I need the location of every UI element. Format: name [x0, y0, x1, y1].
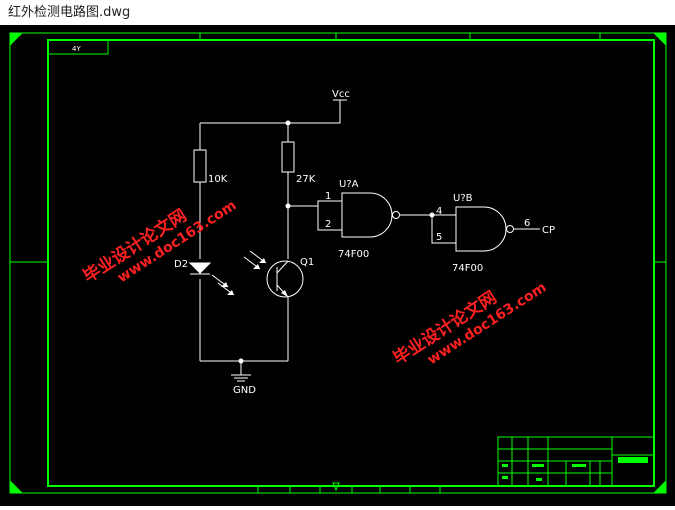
- label-r1: 10K: [208, 174, 228, 185]
- sheet-tag: 4Y: [72, 45, 81, 53]
- circuit-drawing: 4Y: [9, 32, 667, 494]
- label-gate-a: U?A: [339, 179, 359, 190]
- label-gnd: GND: [233, 385, 256, 396]
- label-part-a: 74F00: [338, 249, 369, 260]
- label-pin5: 5: [436, 232, 442, 243]
- label-pin2: 2: [325, 219, 331, 230]
- label-part-b: 74F00: [452, 263, 483, 274]
- label-r2: 27K: [296, 174, 316, 185]
- label-d2: D2: [174, 259, 188, 270]
- label-q1: Q1: [300, 257, 314, 268]
- watermark-1: 毕业设计论文网 www.doc163.com: [79, 198, 239, 288]
- label-gate-b: U?B: [453, 193, 473, 204]
- label-cp: CP: [542, 225, 555, 236]
- title-block-marks: [502, 457, 648, 481]
- window-title: 红外检测电路图.dwg: [0, 0, 675, 25]
- title-block: [497, 436, 655, 487]
- circuit-wires: [188, 99, 540, 382]
- label-pin6: 6: [524, 218, 530, 229]
- label-pin4: 4: [436, 206, 442, 217]
- drawing-canvas[interactable]: 4Y: [0, 25, 675, 506]
- drawing-frame: [9, 32, 667, 494]
- junction-dots: [221, 120, 435, 364]
- label-pin1: 1: [325, 191, 331, 202]
- label-vcc: Vcc: [332, 89, 350, 100]
- watermark-2: 毕业设计论文网 www.doc163.com: [389, 280, 549, 370]
